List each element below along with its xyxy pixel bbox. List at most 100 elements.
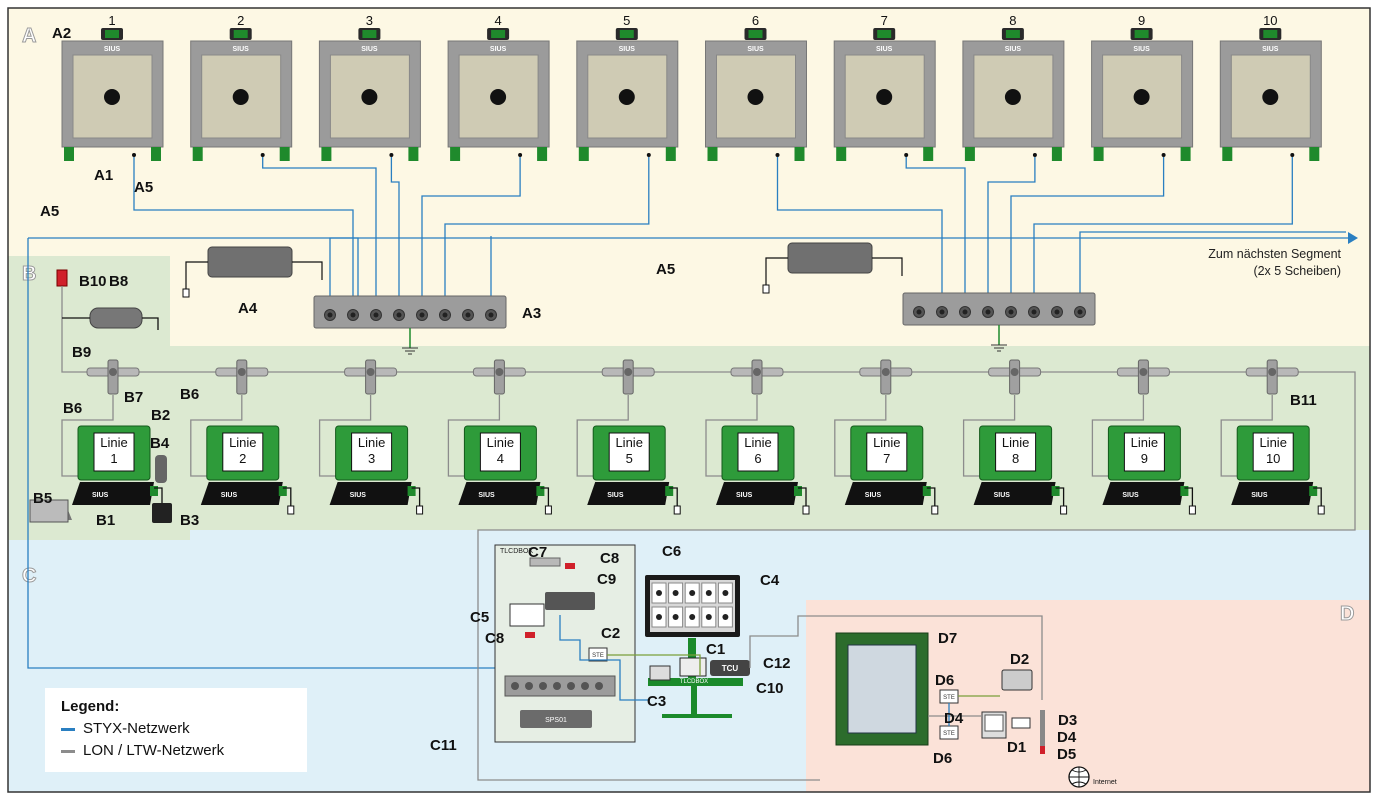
target-bullseye [618, 89, 635, 105]
segment-connector-pin [1031, 309, 1037, 315]
desk-top [648, 678, 743, 686]
target-sensor-light [362, 30, 377, 38]
monitor-number: 2 [239, 451, 246, 466]
tee-vertical [236, 359, 248, 395]
target-sensor-light [491, 30, 506, 38]
target-sensor-light [619, 30, 634, 38]
target-number: 3 [366, 13, 373, 28]
device-d4 [1011, 717, 1031, 729]
tee-hub [495, 368, 504, 376]
target-bullseye [747, 89, 764, 105]
bus-tee-9 [1116, 359, 1170, 395]
label-a5: A5 [134, 179, 153, 196]
monitor-number: 4 [497, 451, 504, 466]
target-bullseye [490, 89, 507, 105]
label-b9: B9 [72, 344, 91, 361]
monitor-brand: SIUS [92, 492, 109, 499]
label-c2: C2 [601, 625, 620, 642]
target-port [132, 153, 136, 157]
monitor-base [1102, 482, 1185, 505]
monitor-base [587, 482, 670, 505]
target-leg-right [923, 147, 934, 161]
segment-connector-pin [985, 309, 991, 315]
monitor-screen [222, 432, 264, 472]
router-c9 [545, 592, 595, 610]
target-number: 1 [108, 13, 115, 28]
monitor-brand: SIUS [736, 492, 753, 499]
bus-tee-10 [1245, 359, 1299, 395]
target-sensor-light [1263, 30, 1278, 38]
legend: Legend: STYX-Netzwerk LON / LTW-Netzwerk [45, 688, 307, 772]
zone-b-side-background [8, 256, 170, 348]
target-leg-right [1309, 147, 1320, 161]
label-a2: A2 [52, 25, 71, 42]
tee-d3 [1040, 710, 1045, 746]
lon-bus-line [61, 360, 1356, 781]
target-leg-left [1093, 147, 1104, 161]
monitor-lon-cable [1091, 395, 1145, 477]
label-b3: B3 [180, 512, 199, 529]
target-leg-right [1180, 147, 1191, 161]
display-c4-target [672, 614, 679, 620]
target-brand: SIUS [361, 46, 378, 53]
tcu-label: TCU [722, 664, 739, 673]
legend-label-styx: STYX-Netzwerk [83, 720, 190, 737]
label-c5: C5 [470, 609, 489, 626]
styx-wire-target-7 [905, 157, 966, 306]
tcu-c10 [710, 660, 750, 676]
styx-wire-target-3 [390, 157, 400, 309]
segment-connector-pin [350, 312, 356, 318]
target-brand: SIUS [104, 46, 121, 53]
sps-label: SPS01 [545, 717, 567, 724]
label-d4-left: D4 [944, 710, 964, 727]
monitor-power-cord [411, 487, 421, 506]
zone-c-styx [559, 615, 650, 701]
segment-box-a3 [313, 295, 507, 355]
monitor-line-label: Linie [487, 435, 514, 450]
segment-box [902, 292, 1096, 326]
monitor-lon-cable [447, 395, 501, 477]
segment-box-right [902, 292, 1096, 352]
display-c4-target [705, 614, 712, 620]
target-leg-left [321, 147, 332, 161]
tlcdbox-enclosure-label: TLCDBOX [500, 548, 533, 555]
label-d2: D2 [1010, 651, 1029, 668]
label-a5-center: A5 [656, 261, 675, 278]
styx-wire-target-1 [133, 157, 354, 309]
tee-vertical [493, 359, 505, 395]
label-d6: D6 [935, 672, 954, 689]
monitor-base [329, 482, 412, 505]
cabinet-d7-panel [847, 644, 917, 734]
terminator-c8-top [565, 563, 575, 569]
label-b7: B7 [124, 389, 143, 406]
target-leg-left [578, 147, 589, 161]
styx-wire-target-9 [1010, 157, 1165, 306]
styx-link-a5 [28, 237, 359, 298]
monitor-screen [737, 432, 779, 472]
monitor-brand: SIUS [1122, 492, 1139, 499]
display-c4-target [656, 614, 662, 620]
tee-c7 [529, 557, 561, 567]
terminator-c8-bottom [525, 632, 535, 638]
printer-c3 [649, 665, 671, 681]
desk-leg [691, 686, 697, 716]
segment-c-connector [511, 682, 519, 690]
monitor-brand: SIUS [478, 492, 495, 499]
target-brand: SIUS [619, 46, 636, 53]
styx-uplink-right [1079, 231, 1346, 306]
monitor-lon-cable [61, 395, 114, 477]
monitor-side-plate [1180, 486, 1189, 496]
label-b5: B5 [33, 490, 52, 507]
segment-connector-pin [396, 312, 402, 318]
display-c4-target [689, 590, 696, 596]
target-leg-left [964, 147, 975, 161]
label-a5-left: A5 [40, 203, 59, 220]
monitor-plug [802, 505, 810, 515]
segment-c-connector [595, 682, 603, 690]
label-c12: C12 [763, 655, 791, 672]
tee-vertical [365, 359, 377, 395]
segment-connector-pin [1054, 309, 1060, 315]
